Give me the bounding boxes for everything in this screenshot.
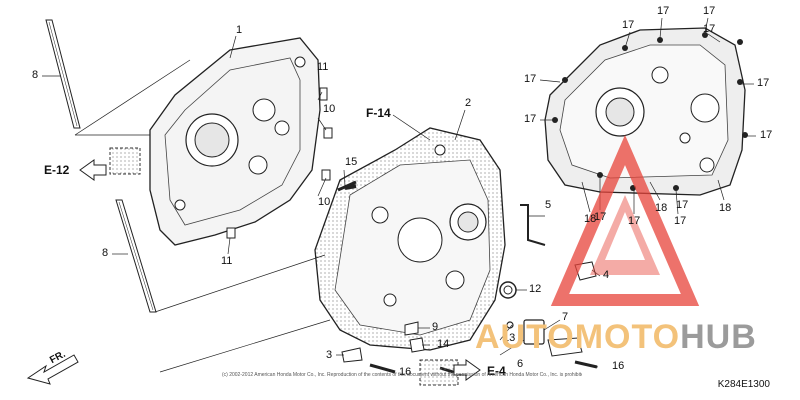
right-crankcase-half xyxy=(314,127,506,351)
callout-5: 5 xyxy=(545,199,552,211)
callout-17-c: 17 xyxy=(622,19,635,31)
ref-e4: E-4 xyxy=(487,364,506,378)
callout-17-k: 17 xyxy=(674,215,687,227)
callout-8-upper: 8 xyxy=(32,69,39,81)
watermark-auto: AUTO xyxy=(475,318,575,356)
callout-7: 7 xyxy=(562,311,569,323)
callout-18-a: 18 xyxy=(584,213,597,225)
callout-11-upper: 11 xyxy=(317,61,329,73)
callout-16-right: 16 xyxy=(612,360,625,372)
diagram-code: K284E1300 xyxy=(717,379,770,390)
callout-10-upper: 10 xyxy=(323,103,336,115)
callout-18-b: 18 xyxy=(655,202,668,214)
callout-14: 14 xyxy=(437,338,450,350)
callout-9: 9 xyxy=(432,321,439,333)
callout-1: 1 xyxy=(236,24,243,36)
callout-17-b: 17 xyxy=(703,5,716,17)
callout-17-l: 17 xyxy=(676,199,689,211)
callout-17-a: 17 xyxy=(657,5,670,17)
reference-arrows xyxy=(26,159,481,385)
callout-4: 4 xyxy=(603,269,610,281)
callout-8-lower: 8 xyxy=(102,247,109,259)
stud-bolt-lower xyxy=(115,199,157,313)
watermark-text: AUTOMOTOHUB xyxy=(475,318,757,357)
callout-13: 13 xyxy=(503,332,516,344)
callout-10-lower: 10 xyxy=(318,196,331,208)
callout-17-g: 17 xyxy=(524,113,537,125)
callout-12: 12 xyxy=(529,283,542,295)
callout-3: 3 xyxy=(326,349,333,361)
callout-17-f: 17 xyxy=(757,77,770,89)
callout-2: 2 xyxy=(465,97,472,109)
stud-bolt-upper xyxy=(45,19,81,129)
ref-e12: E-12 xyxy=(44,163,70,177)
callout-17-i: 17 xyxy=(594,211,607,223)
callout-16-left: 16 xyxy=(399,366,412,378)
callout-17-j: 17 xyxy=(628,215,641,227)
callout-17-d: 17 xyxy=(703,23,716,35)
callout-15: 15 xyxy=(345,156,358,168)
callout-11-lower: 11 xyxy=(221,255,233,267)
callout-17-e: 17 xyxy=(524,73,537,85)
ref-f14: F-14 xyxy=(366,106,391,120)
copyright-notice: (c) 2002-2012 American Honda Motor Co., … xyxy=(222,372,582,378)
watermark-hub: HUB xyxy=(680,318,757,356)
callout-6: 6 xyxy=(517,358,524,370)
watermark-moto: MOTO xyxy=(574,318,681,356)
crankcase-outer-view xyxy=(544,27,748,196)
watermark-logo xyxy=(550,134,700,306)
callout-17-h: 17 xyxy=(760,129,773,141)
left-crankcase-half xyxy=(109,37,321,246)
callout-18-c: 18 xyxy=(719,202,732,214)
